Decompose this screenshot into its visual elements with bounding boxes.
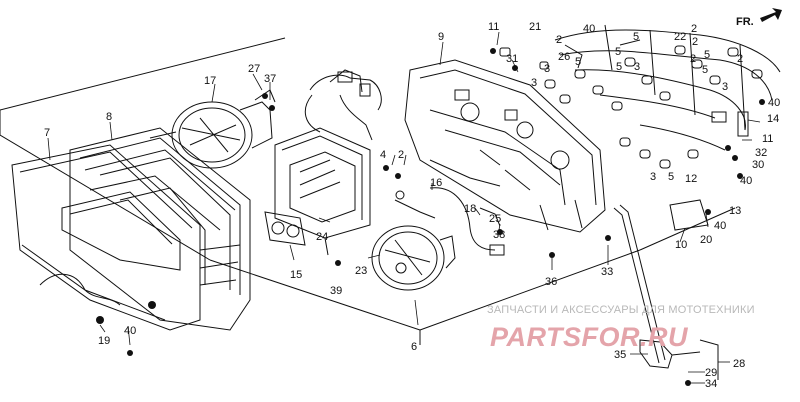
callout-5-c: 5 bbox=[616, 61, 622, 73]
main-case-9 bbox=[404, 59, 606, 233]
watermark-logo: PARTSFOR.RU bbox=[490, 322, 689, 352]
callout-22: 22 bbox=[674, 31, 686, 43]
callout-26: 26 bbox=[558, 51, 570, 63]
wiring-harness-14 bbox=[554, 24, 781, 151]
callout-13: 13 bbox=[729, 205, 741, 217]
callout-5-g: 5 bbox=[668, 171, 674, 183]
callout-6: 6 bbox=[411, 341, 417, 353]
callout-31: 31 bbox=[506, 53, 518, 65]
lens-visor-7 bbox=[11, 144, 201, 331]
callout-35: 35 bbox=[614, 349, 626, 361]
callout-18: 18 bbox=[464, 203, 476, 215]
leader-lines bbox=[47, 31, 761, 384]
callout-38: 38 bbox=[493, 229, 505, 241]
callout-20: 20 bbox=[700, 234, 712, 246]
lower-housing-8 bbox=[69, 127, 251, 331]
callout-4: 4 bbox=[380, 149, 386, 161]
callout-7: 7 bbox=[44, 127, 50, 139]
callout-2-top: 2 bbox=[556, 34, 562, 46]
callout-5-e: 5 bbox=[704, 49, 710, 61]
callout-40-right: 40 bbox=[768, 97, 780, 109]
callout-40-top: 40 bbox=[583, 23, 595, 35]
callout-5-b: 5 bbox=[615, 46, 621, 58]
callout-36: 36 bbox=[545, 276, 557, 288]
callout-5-a: 5 bbox=[575, 56, 581, 68]
callout-19: 19 bbox=[98, 335, 110, 347]
callout-3-a: 3 bbox=[544, 63, 550, 75]
callout-39: 39 bbox=[330, 285, 342, 297]
front-direction-label: FR. bbox=[736, 16, 754, 28]
callout-2-d: 2 bbox=[690, 53, 696, 65]
callout-17: 17 bbox=[204, 75, 216, 87]
callout-3-d: 3 bbox=[722, 81, 728, 93]
callout-5-d: 5 bbox=[633, 31, 639, 43]
wiring-loom-upper bbox=[304, 69, 382, 141]
callout-10: 10 bbox=[675, 239, 687, 251]
bracket-10 bbox=[669, 199, 709, 231]
callout-29: 29 bbox=[705, 367, 717, 379]
callout-3-b: 3 bbox=[531, 77, 537, 89]
callout-2-c: 2 bbox=[692, 36, 698, 48]
front-arrow-icon bbox=[760, 8, 782, 22]
callout-2-f: 2 bbox=[398, 149, 404, 161]
indicator-bracket-15 bbox=[264, 211, 306, 246]
callout-37: 37 bbox=[264, 73, 276, 85]
callout-23: 23 bbox=[355, 265, 367, 277]
callout-21: 21 bbox=[529, 21, 541, 33]
callout-28: 28 bbox=[733, 358, 745, 370]
watermark-caption: ЗАПЧАСТИ И АКСЕССУАРЫ ДЛЯ МОТОТЕХНИКИ bbox=[487, 304, 755, 316]
circuit-module-24 bbox=[274, 127, 371, 256]
callout-12: 12 bbox=[685, 173, 697, 185]
assembly-outline bbox=[0, 37, 286, 111]
callout-40-left: 40 bbox=[124, 325, 136, 337]
callout-5-f: 5 bbox=[702, 64, 708, 76]
callout-34: 34 bbox=[705, 378, 717, 390]
callout-16: 16 bbox=[430, 177, 442, 189]
meter-cable-16 bbox=[394, 187, 505, 256]
tachometer-17 bbox=[149, 89, 276, 169]
callout-8: 8 bbox=[106, 111, 112, 123]
small-hardware bbox=[96, 48, 765, 386]
callout-40-low: 40 bbox=[714, 220, 726, 232]
callout-3-e: 3 bbox=[650, 171, 656, 183]
callout-labels: 8 7 17 27 37 9 11 21 40 2 26 31 3 3 5 5 … bbox=[44, 21, 780, 390]
callout-14: 14 bbox=[767, 113, 779, 125]
callout-9: 9 bbox=[438, 31, 444, 43]
stay-rod-28 bbox=[613, 204, 719, 380]
callout-2-e: 2 bbox=[737, 53, 743, 65]
callout-15: 15 bbox=[290, 269, 302, 281]
callout-11-right: 11 bbox=[762, 133, 773, 145]
callout-2-b: 2 bbox=[691, 23, 697, 35]
speedometer-23 bbox=[371, 225, 456, 291]
callout-32: 32 bbox=[755, 147, 767, 159]
callout-3-c: 3 bbox=[634, 61, 640, 73]
callout-25: 25 bbox=[489, 213, 501, 225]
callout-24: 24 bbox=[316, 231, 328, 243]
callout-27: 27 bbox=[248, 63, 260, 75]
callout-11-top: 11 bbox=[488, 21, 499, 33]
callout-30: 30 bbox=[752, 159, 764, 171]
bulb-sockets-3-5 bbox=[499, 45, 763, 169]
callout-33: 33 bbox=[601, 266, 613, 278]
callout-40-mid: 40 bbox=[740, 175, 752, 187]
